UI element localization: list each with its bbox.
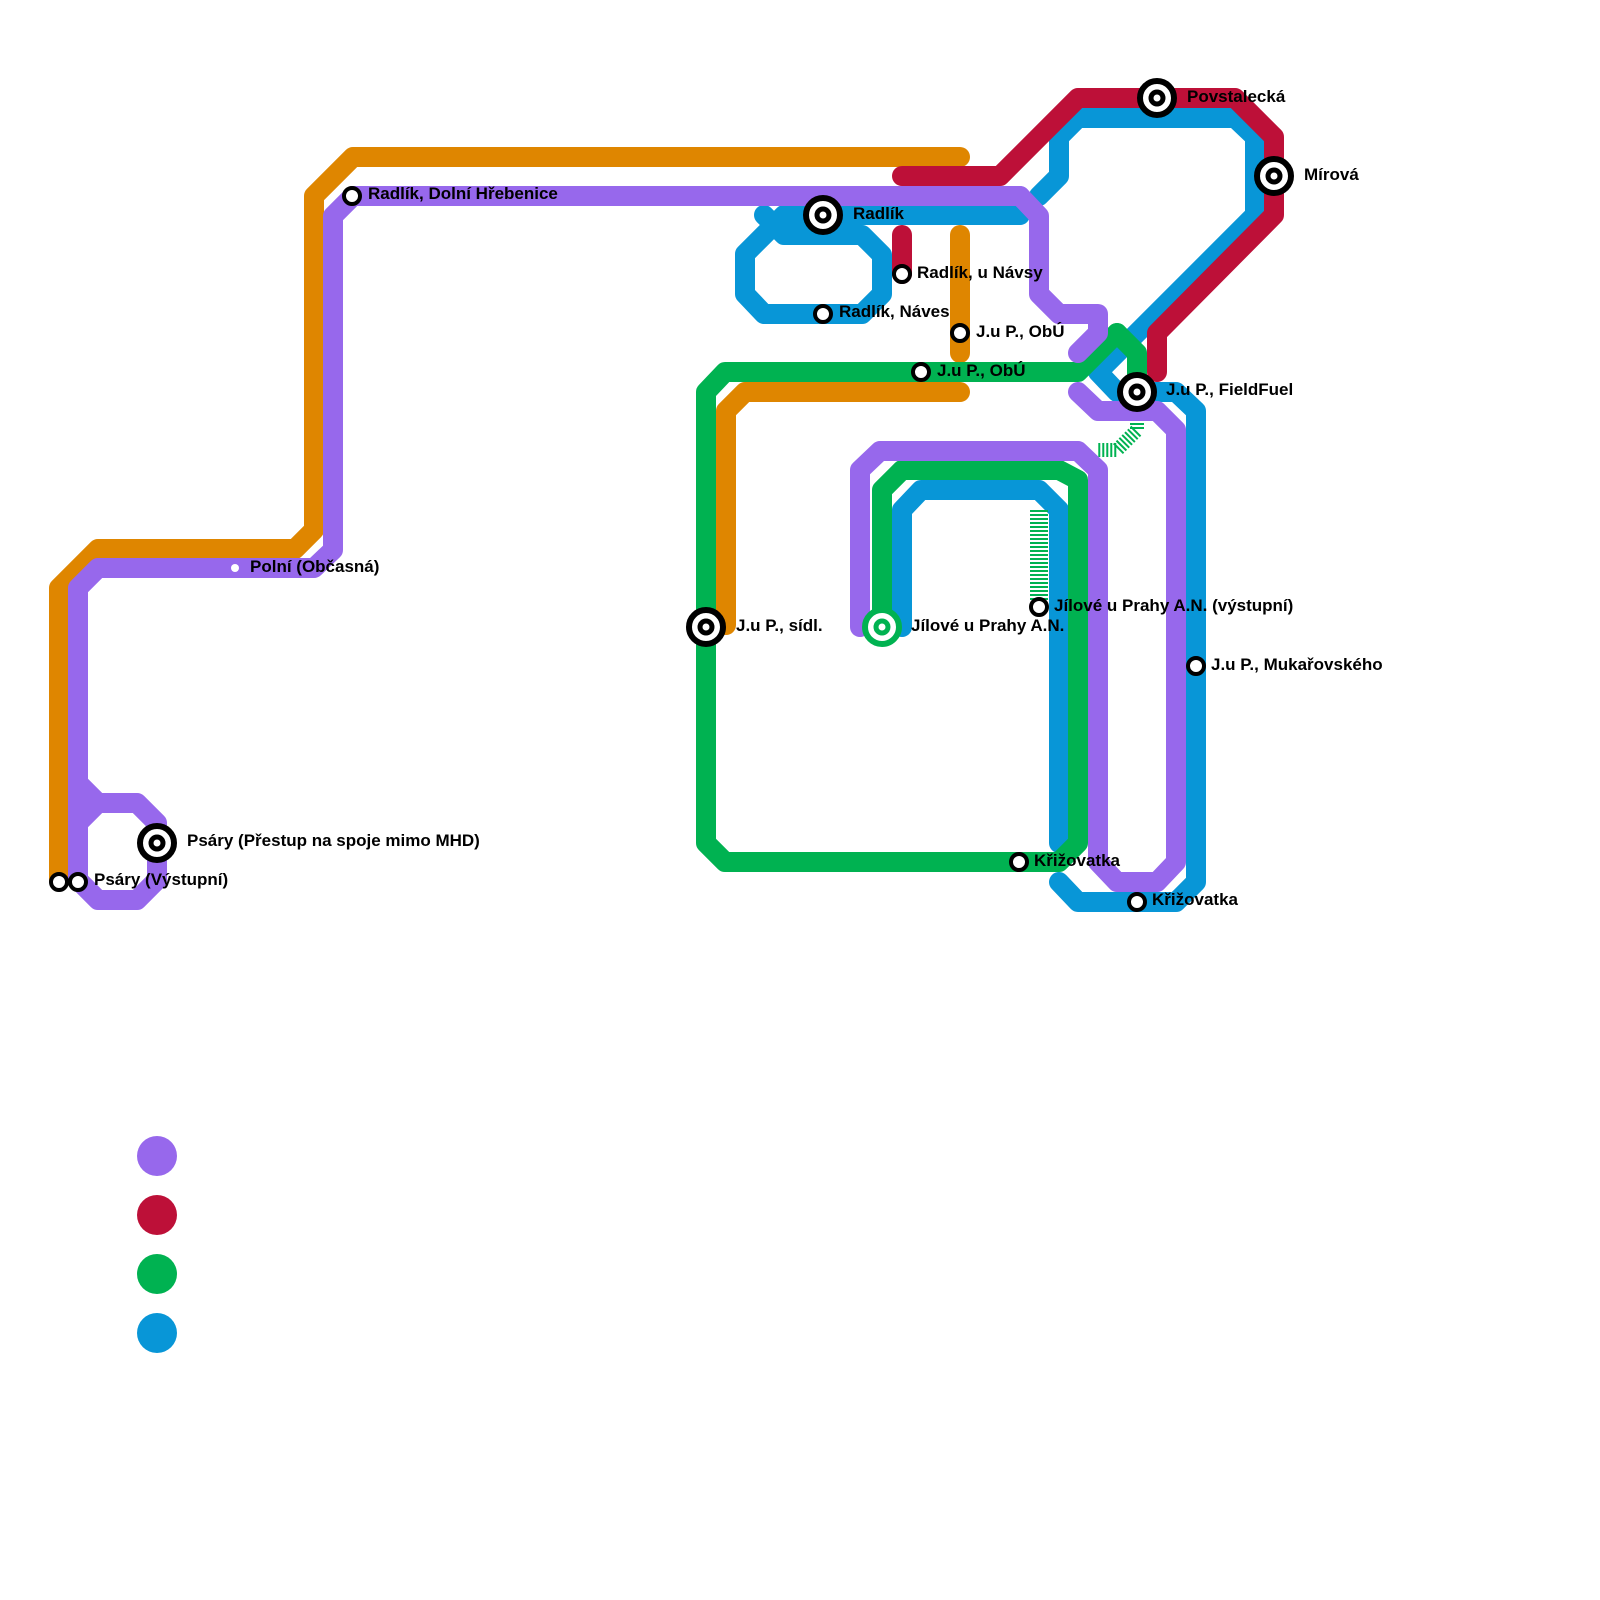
legend-blue (137, 1313, 177, 1353)
station-radlik-dolni[interactable] (342, 186, 362, 206)
station-radlik-u-navsy[interactable] (892, 264, 912, 284)
label-psary-vystupni: Psáry (Výstupní) (94, 870, 229, 889)
label-krizovatka-2: Křižovatka (1152, 890, 1238, 909)
label-mirova: Mírová (1304, 165, 1359, 184)
station-jup-mukarovskeho[interactable] (1186, 656, 1206, 676)
label-jup-mukarovskeho: J.u P., Mukařovského (1211, 655, 1383, 674)
label-psary-prestup: Psáry (Přestup na spoje mimo MHD) (187, 831, 480, 850)
station-psary-vystupni-b[interactable] (68, 872, 88, 892)
label-radlik: Radlík (853, 204, 905, 223)
station-radlik-naves[interactable] (813, 304, 833, 324)
label-povstalecka: Povstalecká (1187, 87, 1286, 106)
orange-line (49, 147, 970, 890)
station-krizovatka-1[interactable] (1009, 852, 1029, 872)
station-jup-obu-2[interactable] (911, 362, 931, 382)
station-jup-sidl[interactable] (686, 607, 726, 647)
label-radlik-dolni: Radlík, Dolní Hřebenice (368, 184, 558, 203)
label-krizovatka-1: Křižovatka (1034, 851, 1120, 870)
station-povstalecka[interactable] (1137, 78, 1177, 118)
legend-purple (137, 1136, 177, 1176)
station-polni[interactable] (231, 564, 239, 572)
legend (137, 1136, 177, 1353)
legend-red (137, 1195, 177, 1235)
label-jup-obu-1: J.u P., ObÚ (976, 322, 1065, 341)
interchange-stations (137, 78, 1294, 863)
station-psary-prestup[interactable] (137, 823, 177, 863)
station-krizovatka-2[interactable] (1127, 892, 1147, 912)
label-jup-obu-2: J.u P., ObÚ (937, 361, 1026, 380)
label-jilove-an-vystupni: Jílové u Prahy A.N. (výstupní) (1054, 596, 1294, 615)
label-jup-sidl: J.u P., sídl. (736, 616, 823, 635)
label-jilove-an: Jílové u Prahy A.N. (911, 616, 1065, 635)
station-mirova[interactable] (1254, 156, 1294, 196)
label-jup-fieldfuel: J.u P., FieldFuel (1166, 380, 1294, 399)
legend-green (137, 1254, 177, 1294)
label-radlik-naves: Radlík, Náves (839, 302, 950, 321)
simple-stations (49, 186, 1206, 912)
station-jup-fieldfuel[interactable] (1117, 372, 1157, 412)
label-radlik-u-navsy: Radlík, u Návsy (917, 263, 1043, 282)
station-radlik[interactable] (803, 195, 843, 235)
station-jilove-an-vystupni[interactable] (1029, 597, 1049, 617)
station-jup-obu-1[interactable] (950, 323, 970, 343)
label-polni: Polní (Občasná) (250, 557, 380, 576)
station-psary-vystupni-a[interactable] (49, 872, 69, 892)
station-jilove-an[interactable] (862, 607, 902, 647)
